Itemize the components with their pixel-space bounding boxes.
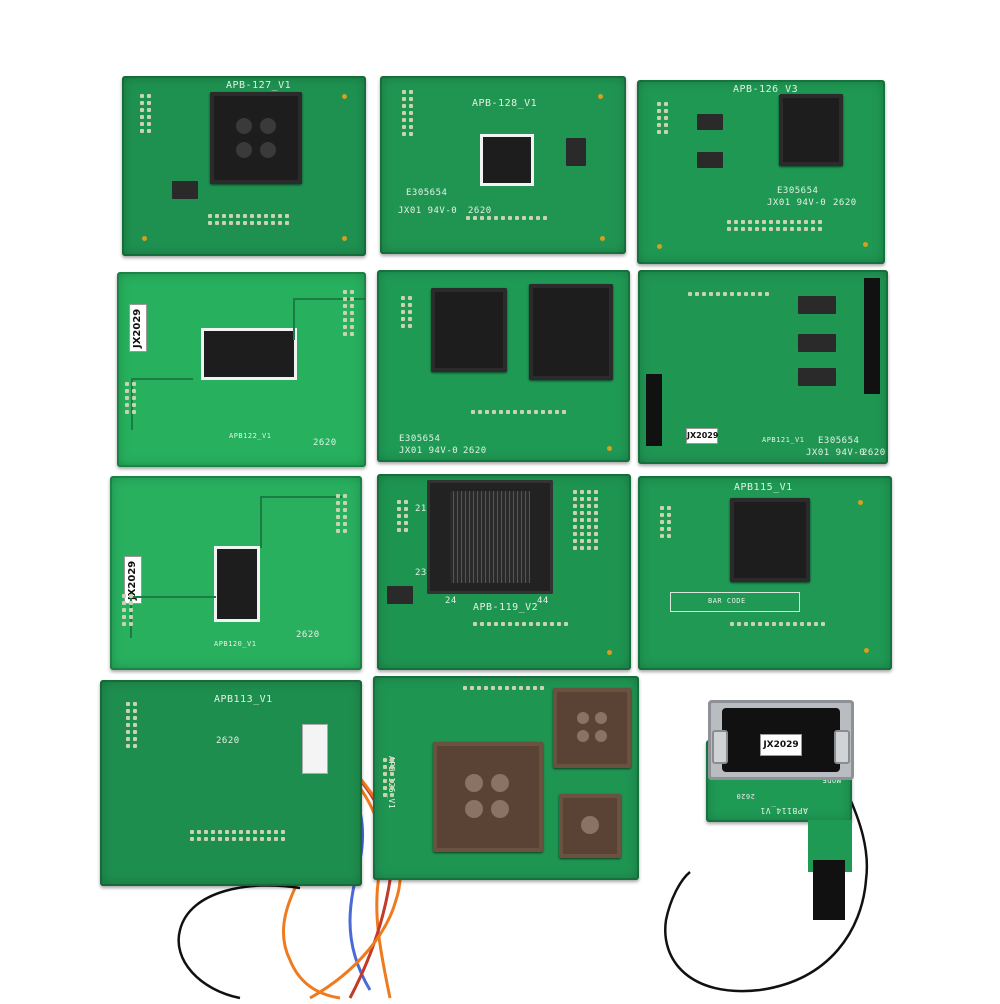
- soic-chip: [387, 586, 413, 604]
- pin-header-top: [688, 292, 769, 296]
- pin-header-right: [336, 494, 347, 533]
- rating: JX01 94V-0: [767, 198, 827, 208]
- zif-socket: [427, 480, 553, 594]
- qfp-chip: [480, 134, 534, 186]
- soic-chip: [697, 152, 723, 168]
- soic-chip: [172, 181, 198, 199]
- ul-code: E305654: [818, 436, 860, 446]
- soic-chip: [697, 114, 723, 130]
- date-code: 2620: [468, 206, 492, 216]
- sticker: JX2029: [760, 734, 802, 756]
- sop-socket-small: [431, 288, 507, 372]
- board-apb-120: JX2029 APB120_V1 2620: [110, 476, 362, 670]
- pin-header-bottom: [727, 220, 822, 231]
- rating: JX01 94V-0: [398, 206, 458, 216]
- pin-header-left: [126, 702, 137, 748]
- date-code: 2620: [833, 198, 857, 208]
- pin-header-bottom: [190, 830, 285, 841]
- pin-header-bottom: [471, 410, 566, 414]
- board-apb-125: APB-125_V1: [373, 676, 639, 880]
- model-code: APB120_V1: [214, 640, 257, 648]
- pin-header-bottom: [466, 216, 547, 220]
- wire-connector: [302, 724, 328, 774]
- pin-header-right: [343, 290, 354, 336]
- pin-header-bottom: [208, 214, 289, 225]
- pin-header-left: [660, 506, 671, 538]
- board-apb-126: APB-126_V3 E305654 JX01 94V-0 2620: [637, 80, 885, 264]
- sop-socket-large: [529, 284, 613, 380]
- board-title: APB-126_V3: [733, 84, 799, 95]
- pin-label-21: 21: [415, 504, 427, 514]
- pin-header-left: [401, 296, 412, 328]
- soic-chip: [798, 368, 836, 386]
- board-apb-122: JX2029 APB122_V1 2620: [117, 272, 366, 467]
- sticker: JX2029: [686, 428, 718, 444]
- board-apb-119: 21 23 24 44 APB-119_V2: [377, 474, 631, 670]
- board-apb-127: APB-127_V1: [122, 76, 366, 256]
- ul-code: E305654: [406, 188, 448, 198]
- pin-header-right: [573, 490, 598, 550]
- date-code: 2620: [216, 736, 240, 746]
- sop-socket: [730, 498, 810, 582]
- plcc-socket-large: [433, 742, 543, 852]
- ul-code: E305654: [399, 434, 441, 444]
- board-apb-115: APB115_V1 BAR CODE: [638, 476, 892, 670]
- tsop-chip: [201, 328, 297, 380]
- model-code: APB122_V1: [229, 432, 272, 440]
- board-title: APB113_V1: [214, 694, 273, 705]
- tsop-chip: [214, 546, 260, 622]
- pin-label-24: 24: [445, 596, 457, 606]
- date-code: 2620: [736, 792, 755, 800]
- plcc-socket-medium: [553, 688, 631, 768]
- sop-socket: [779, 94, 843, 166]
- barcode-label: BAR CODE: [708, 597, 746, 605]
- model-code: APB114_V1: [760, 806, 808, 815]
- pin-header-left: [646, 374, 662, 446]
- board-title: APB115_V1: [734, 482, 793, 493]
- soic-chip: [798, 334, 836, 352]
- pin-header-left: [402, 90, 413, 136]
- board-apb-124: E305654 JX01 94V-0 2620: [377, 270, 630, 462]
- model-code: APB121_V1: [762, 436, 805, 444]
- pin-label-23: 23: [415, 568, 427, 578]
- soic-chip: [798, 296, 836, 314]
- board-apb-128: APB-128_V1 E305654 JX01 94V-0 2620: [380, 76, 626, 254]
- mount-screw-left: [712, 730, 728, 764]
- soic-chip: [566, 138, 586, 166]
- plcc-socket-small: [559, 794, 621, 858]
- ul-code: E305654: [777, 186, 819, 196]
- pin-header-bottom: [730, 622, 825, 626]
- pin-header-bottom: [473, 622, 568, 626]
- rating: JX01 94V-0: [399, 446, 459, 456]
- pin-header-left: [657, 102, 668, 134]
- date-code: 2620: [296, 630, 320, 640]
- pin-header-left: [140, 94, 151, 133]
- pin-header-right: [864, 278, 880, 394]
- mount-screw-right: [834, 730, 850, 764]
- board-apb-113: APB113_V1 2620: [100, 680, 362, 886]
- adapter-pin-header: [813, 860, 845, 920]
- sticker: JX2029: [129, 304, 147, 352]
- barcode-box: [670, 592, 800, 612]
- pin-header-top: [463, 686, 544, 690]
- board-title: APB-119_V2: [473, 602, 539, 613]
- board-title: APB-128_V1: [472, 98, 538, 109]
- pin-header-left: [383, 758, 394, 797]
- pin-header-left: [122, 594, 133, 626]
- date-code: 2620: [463, 446, 487, 456]
- rating: JX01 94V-0: [806, 448, 866, 458]
- date-code: 2620: [862, 448, 886, 458]
- board-apb-121: JX2029 APB121_V1 E305654 JX01 94V-0 2620: [638, 270, 888, 464]
- pin-header-left: [397, 500, 408, 532]
- plcc-socket: [210, 92, 302, 184]
- date-code: 2620: [313, 438, 337, 448]
- board-title: APB-127_V1: [226, 80, 292, 91]
- pin-header-left: [125, 382, 136, 414]
- pin-label-44: 44: [537, 596, 549, 606]
